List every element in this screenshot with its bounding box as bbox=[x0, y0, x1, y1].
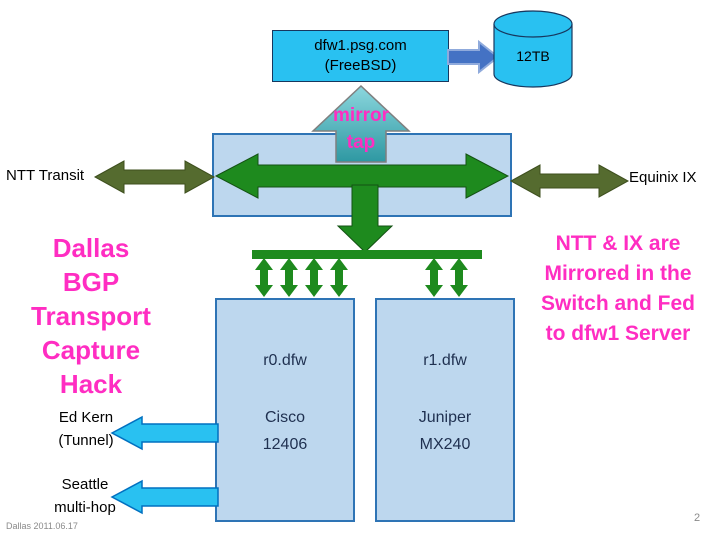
ntt-transit-label: NTT Transit bbox=[6, 167, 85, 184]
router-r1-detail: Juniper MX240 bbox=[418, 409, 472, 453]
port-link-arrow bbox=[305, 258, 323, 297]
server-to-storage-arrow bbox=[447, 39, 500, 75]
ntt-transit-arrow bbox=[93, 160, 216, 194]
server-label: dfw1.psg.com (FreeBSD) bbox=[314, 37, 407, 74]
slide-title: Dallas BGP Transport Capture Hack bbox=[31, 233, 151, 399]
footer-date: Dallas 2011.06.17 bbox=[6, 521, 78, 531]
router-r0-name: r0.dfw bbox=[263, 352, 307, 369]
port-link-arrow bbox=[450, 258, 468, 297]
equinix-ix-label: Equinix IX bbox=[629, 169, 697, 186]
mirror-note: NTT & IX are Mirrored in the Switch and … bbox=[540, 232, 695, 345]
port-link-arrow bbox=[425, 258, 443, 297]
storage-label: 12TB bbox=[516, 48, 550, 64]
ed-kern-tunnel-label: Ed Kern (Tunnel) bbox=[58, 409, 114, 449]
port-link-arrow bbox=[330, 258, 348, 297]
port-link-arrow bbox=[255, 258, 273, 297]
router-box-r1 bbox=[375, 298, 515, 522]
mirror-tap-label: mirror tap bbox=[333, 105, 389, 153]
page-number: 2 bbox=[694, 512, 701, 524]
mirror-bus-bar bbox=[252, 250, 482, 259]
router-box-r0 bbox=[215, 298, 355, 522]
server-box bbox=[272, 30, 449, 82]
seattle-multihop-label: Seattle multi-hop bbox=[54, 476, 116, 516]
router-r1-name: r1.dfw bbox=[423, 352, 467, 369]
equinix-ix-arrow bbox=[509, 164, 630, 198]
router-r0-detail: Cisco 12406 bbox=[262, 409, 308, 453]
port-link-arrow bbox=[280, 258, 298, 297]
